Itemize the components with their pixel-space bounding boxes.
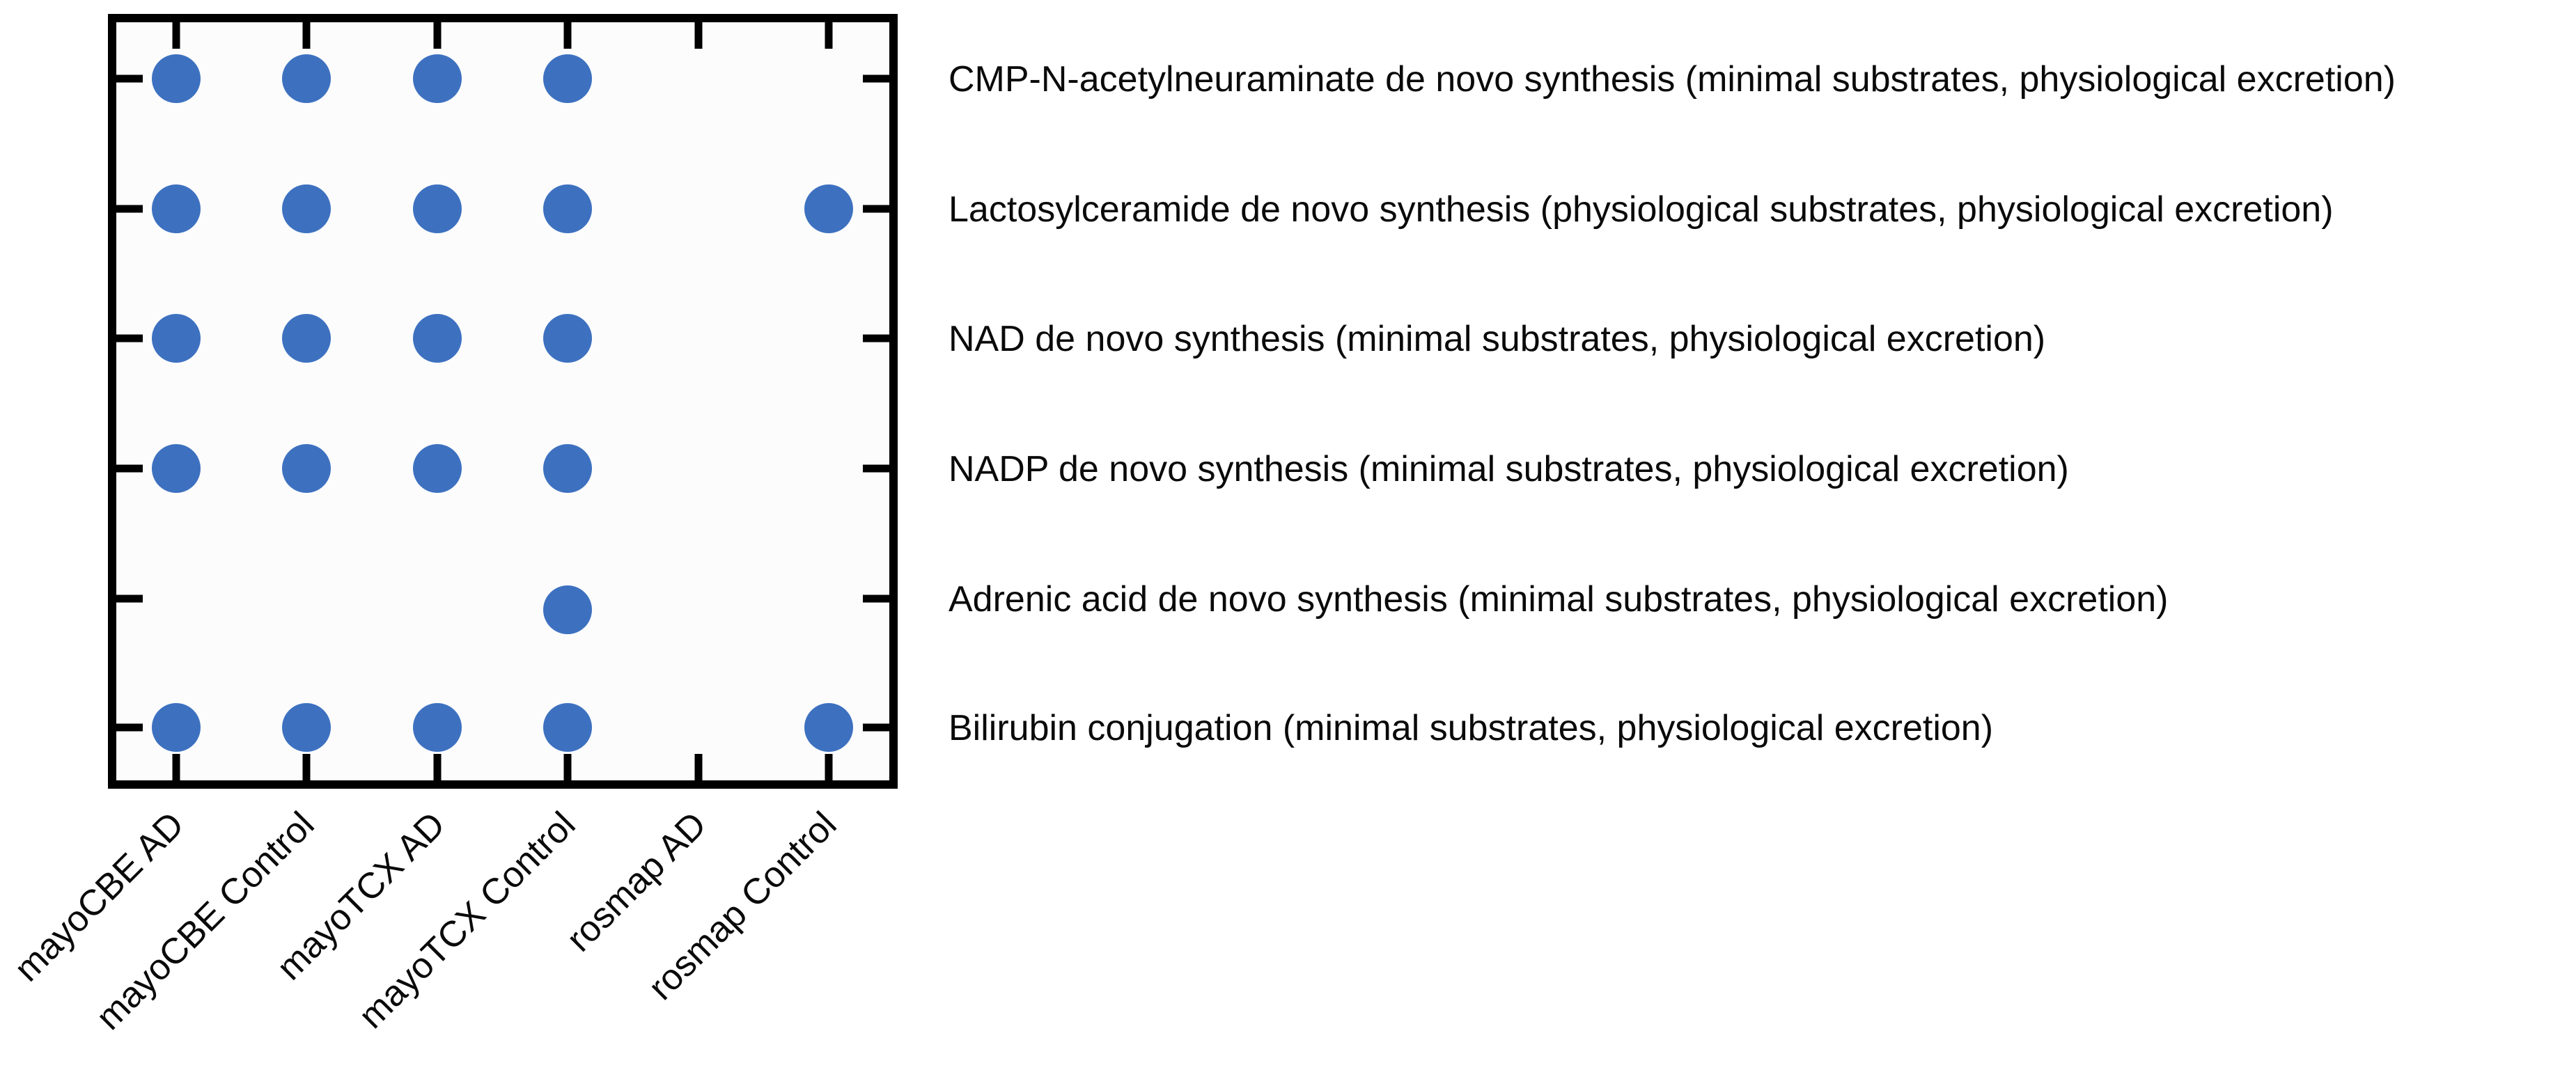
x-axis-label: mayoTCX Control: [351, 804, 583, 1036]
row-label: Lactosylceramide de novo synthesis (phys…: [949, 189, 2334, 230]
plot-area: [108, 14, 898, 789]
presence-dot: [282, 444, 331, 493]
presence-dot: [413, 444, 462, 493]
row-label: Bilirubin conjugation (minimal substrate…: [949, 708, 1993, 748]
presence-dot: [282, 184, 331, 233]
row-label: NADP de novo synthesis (minimal substrat…: [949, 449, 2069, 489]
presence-dot: [413, 184, 462, 233]
presence-dot: [804, 703, 853, 752]
row-label: NAD de novo synthesis (minimal substrate…: [949, 319, 2045, 359]
presence-dot: [543, 703, 592, 752]
row-label: Adrenic acid de novo synthesis (minimal …: [949, 579, 2168, 620]
presence-dot: [543, 585, 592, 634]
presence-dot: [804, 184, 853, 233]
presence-dot: [543, 314, 592, 363]
row-label: CMP-N-acetylneuraminate de novo synthesi…: [949, 59, 2396, 100]
x-axis-label: mayoCBE Control: [88, 804, 322, 1037]
presence-dot: [282, 314, 331, 363]
presence-dot: [152, 54, 201, 103]
presence-dot: [282, 54, 331, 103]
presence-dot: [152, 184, 201, 233]
presence-dot: [543, 444, 592, 493]
plot-box-border: [108, 14, 898, 789]
presence-dot: [413, 703, 462, 752]
presence-dot: [152, 314, 201, 363]
presence-dot: [543, 184, 592, 233]
presence-dot: [282, 703, 331, 752]
presence-dot: [152, 444, 201, 493]
presence-dot: [152, 703, 201, 752]
presence-dot: [413, 54, 462, 103]
presence-dot: [413, 314, 462, 363]
presence-dot: [543, 54, 592, 103]
